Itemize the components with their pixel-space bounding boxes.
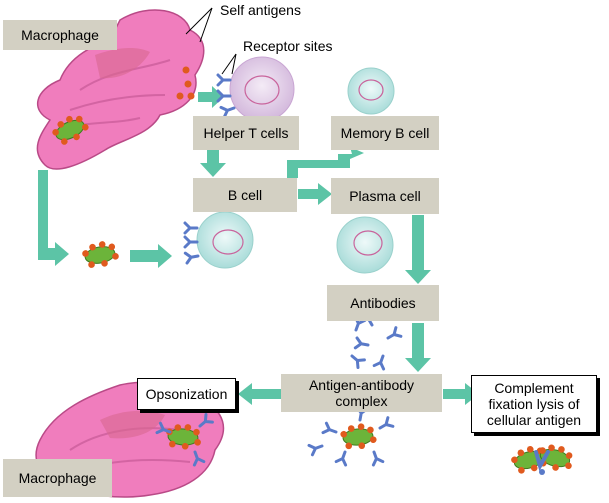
arrow-complex-to-opsonization [238,383,282,405]
memory-b-cell-box: Memory B cell [331,116,439,150]
plasma-cell-illustration [336,216,394,274]
antigen-illustration [80,238,121,271]
b-cell-box: B cell [193,178,297,212]
arrow-complex-to-complement [443,383,479,405]
arrow-antigen-to-bcell [130,244,172,268]
receptor-sites-label: Receptor sites [243,38,333,54]
complement-illustration [508,440,577,477]
plasma-cell-box: Plasma cell [331,178,439,214]
self-antigens-label: Self antigens [220,2,301,18]
macrophage-top-box: Macrophage [3,20,117,50]
b-cell-receptor-illustration [183,211,254,269]
antigen-antibody-complex-box: Antigen-antibody complex [281,374,442,412]
helper-t-cells-box: Helper T cells [193,116,299,150]
antibodies-box: Antibodies [327,285,439,321]
opsonization-box: Opsonization [137,378,236,410]
complement-fixation-box: Complement fixation lysis of cellular an… [471,375,597,433]
flow-arrows [38,86,479,405]
memory-b-cell-illustration [347,67,395,115]
macrophage-top-illustration [36,9,205,170]
arrow-plasma-to-antibodies [405,215,431,284]
arrow-b-cell-to-plasma [298,183,332,205]
arrow-helper-t-to-b-cell [200,150,226,177]
self-antigen-pointers [185,7,237,75]
arrow-macrophage-down [38,170,69,266]
helper-t-cell-illustration [216,56,295,122]
arrow-b-cell-to-memory-b [287,147,364,178]
macrophage-bottom-box: Macrophage [3,459,112,497]
arrow-antibodies-to-complex [405,323,431,372]
complex-illustration [307,405,395,467]
